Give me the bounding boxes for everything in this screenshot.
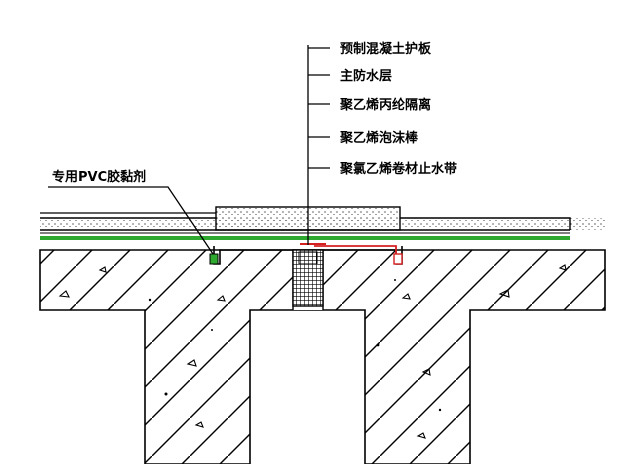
adhesive-points xyxy=(209,253,403,265)
label-pvc-waterstop: 聚氯乙烯卷材止水带 xyxy=(339,161,457,177)
label-main-waterproof: 主防水层 xyxy=(340,68,392,84)
pe-foam-rod xyxy=(292,249,324,307)
label-pvc-adhesive: 专用PVC胶黏剂 xyxy=(52,169,146,185)
label-pp-isolation: 聚乙烯丙纶隔离 xyxy=(339,97,431,113)
leader-lines xyxy=(48,45,330,255)
main-waterproof-layer xyxy=(40,232,570,240)
label-pe-foam-rod: 聚乙烯泡沫棒 xyxy=(339,130,419,146)
label-precast-slab: 预制混凝土护板 xyxy=(340,41,432,57)
